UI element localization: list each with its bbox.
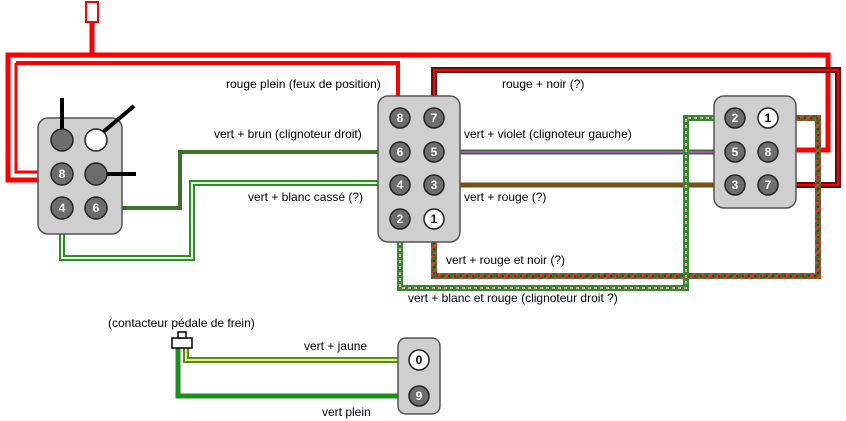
pin-label: 8 <box>765 145 772 159</box>
pin-empty <box>84 128 108 152</box>
connector-left: 8 4 6 <box>37 98 136 235</box>
pin-label: 2 <box>397 212 404 226</box>
label-vert-jaune: vert + jaune <box>304 339 367 353</box>
wire-rouge-plein <box>5 1 831 183</box>
pin <box>50 162 74 186</box>
wire-vert-brun <box>104 150 388 210</box>
connector-right: 2 1 5 8 3 7 <box>713 95 797 209</box>
wire-vert-rouge-noir <box>431 115 821 279</box>
label-vert-plein: vert plein <box>322 405 371 419</box>
pin-label: 0 <box>416 353 423 367</box>
wire-vert-blanc-casse <box>59 180 388 261</box>
connector-middle: 8 7 6 5 4 3 2 1 <box>377 95 461 243</box>
pin-label: 7 <box>765 178 772 192</box>
pin-label: 4 <box>397 178 404 192</box>
label-vert-rouge-noir: vert + rouge et noir (?) <box>446 253 565 267</box>
pin-label: 7 <box>431 111 438 125</box>
label-vert-blanc-rouge: vert + blanc et rouge (clignoteur droit … <box>408 291 618 305</box>
label-vert-brun: vert + brun (clignoteur droit) <box>214 127 362 141</box>
pin-label: 8 <box>59 167 66 181</box>
label-vert-violet: vert + violet (clignoteur gauche) <box>464 127 632 141</box>
label-vert-rouge: vert + rouge (?) <box>464 190 546 204</box>
label-vert-blanc-casse: vert + blanc cassé (?) <box>248 190 363 204</box>
pin-label: 5 <box>431 145 438 159</box>
connector-bottom: 0 9 <box>397 337 441 415</box>
pin-label: 9 <box>416 389 423 403</box>
pin-empty <box>50 128 74 152</box>
wire-vert-blanc-rouge <box>397 115 724 291</box>
pin-label: 8 <box>397 111 404 125</box>
pin-label: 3 <box>431 178 438 192</box>
pin-label: 4 <box>59 201 66 215</box>
pin <box>84 196 108 220</box>
pin-label: 5 <box>732 145 739 159</box>
pin-label: 1 <box>765 111 772 125</box>
wire-vert-jaune <box>183 348 410 363</box>
pin-label: 6 <box>93 201 100 215</box>
label-rouge-plein: rouge plein (feux de position) <box>226 77 381 91</box>
label-rouge-noir: rouge + noir (?) <box>502 77 584 91</box>
label-contacteur: (contacteur pédale de frein) <box>108 316 255 330</box>
wire-vert-plein <box>175 348 410 399</box>
pin-label: 3 <box>732 178 739 192</box>
pin-label: 1 <box>431 212 438 226</box>
brake-switch-icon <box>171 331 193 349</box>
pin <box>50 196 74 220</box>
pin-label: 2 <box>732 111 739 125</box>
pin-label: 6 <box>397 145 404 159</box>
pin-empty <box>84 162 108 186</box>
